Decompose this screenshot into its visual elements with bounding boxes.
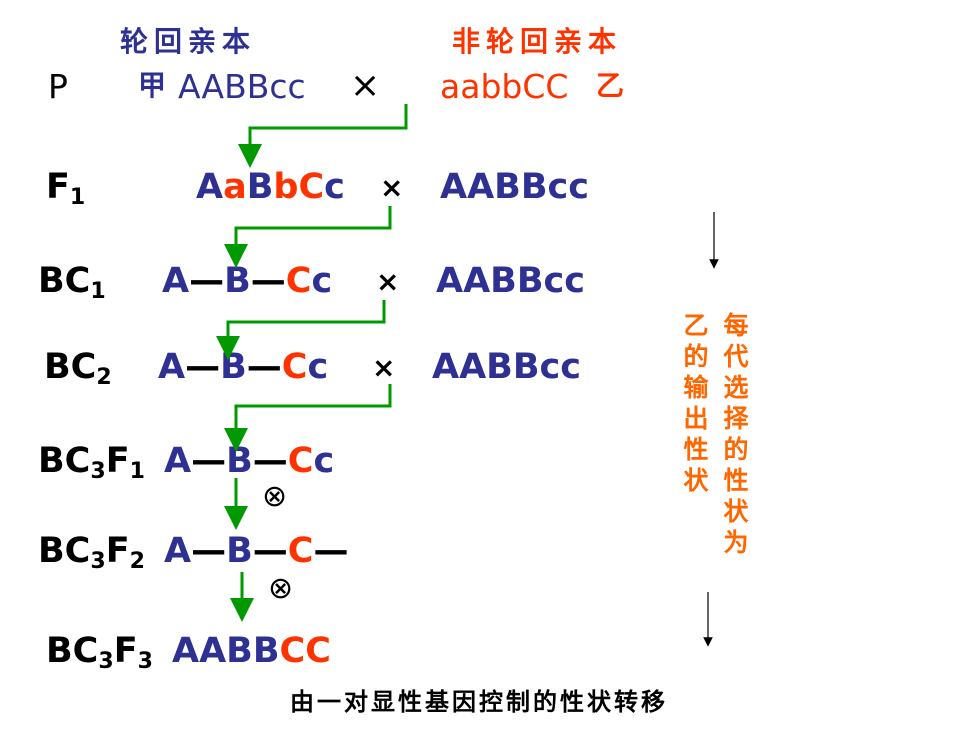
row-label-f1: F1 [46, 167, 86, 210]
nonrecurrent-parent-heading: 非轮回亲本 [452, 25, 623, 58]
side-note-output-trait: 乙的输出性状 [680, 312, 709, 498]
row-label-bc1: BC1 [38, 261, 106, 304]
bc3f2-genotype: A—B—C— [164, 531, 349, 571]
selfing-symbol-2: ⊗ [268, 571, 294, 606]
bc3f3-genotype: AABBCC [172, 631, 331, 671]
row-label-p: P [48, 67, 68, 106]
cross-symbol-bc2: × [372, 351, 396, 384]
backcross-parent-bc1: AABBcc [436, 261, 586, 301]
side-note-selection: 每代选择的性状为 [720, 312, 749, 560]
parent-a-tag: 甲 [138, 69, 167, 102]
row-label-bc2: BC2 [44, 347, 112, 390]
selfing-symbol-1: ⊗ [262, 479, 288, 514]
bc3f1-genotype: A—B—Cc [164, 441, 335, 481]
cross-symbol-p: × [350, 65, 381, 106]
f1-genotype: AaBbCc [196, 167, 345, 207]
parent-b-tag: 乙 [596, 69, 625, 102]
arrow-bc2-to-bc3f1 [224, 384, 392, 452]
backcross-parent-f1: AABBcc [440, 167, 590, 207]
backcross-parent-bc2: AABBcc [432, 347, 582, 387]
row-label-bc3f1: BC3F1 [38, 441, 145, 484]
cross-symbol-f1: × [380, 171, 404, 204]
row-label-bc3f3: BC3F3 [46, 631, 153, 674]
recurrent-parent-heading: 轮回亲本 [120, 25, 257, 58]
parent-b-genotype: aabbCC [440, 67, 569, 106]
arrow-f1-to-bc1 [224, 206, 392, 268]
bc1-genotype: A—B—Cc [162, 261, 333, 301]
row-label-bc3f2: BC3F2 [38, 531, 145, 574]
arrow-p-to-f1 [238, 104, 408, 168]
figure-caption: 由一对显性基因控制的性状转移 [290, 687, 668, 716]
parent-a-genotype: AABBcc [178, 67, 306, 106]
arrow-bc1-to-bc2 [216, 300, 386, 360]
cross-symbol-bc1: × [376, 265, 400, 298]
